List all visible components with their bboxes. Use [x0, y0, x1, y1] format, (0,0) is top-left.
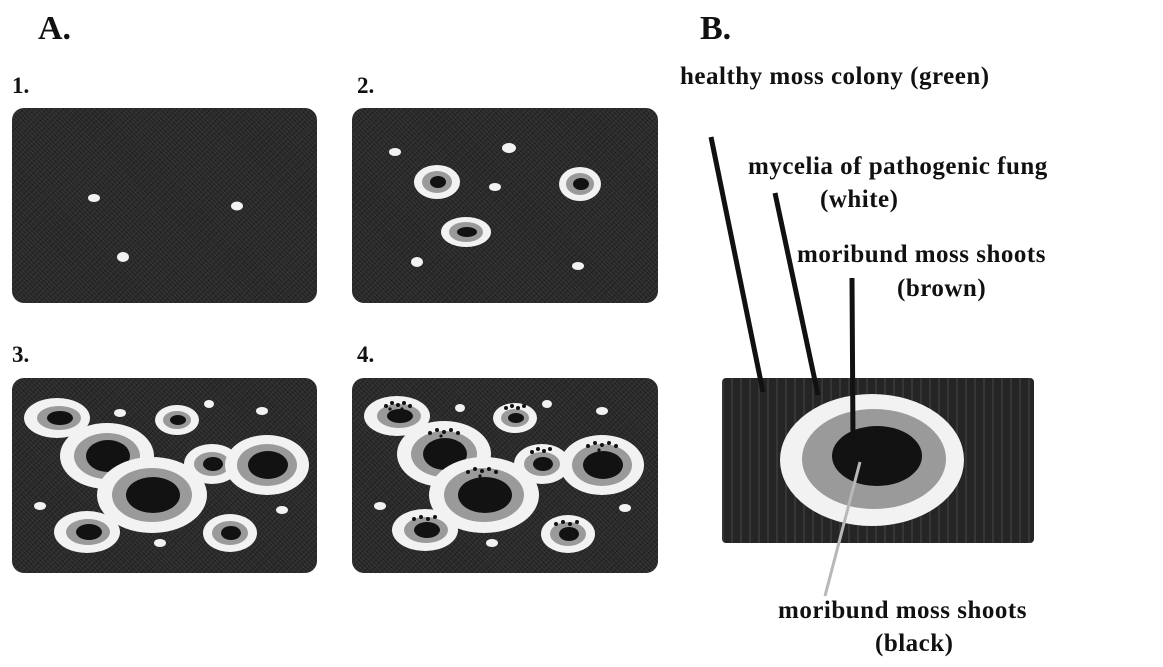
callout-mycelia-line2: (white): [820, 186, 898, 214]
callout-moribund-black-line1: moribund moss shoots: [778, 597, 1027, 625]
infection-zone: [780, 394, 964, 526]
infection-spot: [389, 148, 401, 156]
infection-spot: [542, 400, 552, 408]
callout-moribund-brown-line1: moribund moss shoots: [797, 241, 1046, 269]
infection-ring: [414, 165, 460, 199]
infection-spot: [502, 143, 516, 153]
infection-spot: [596, 407, 608, 415]
panel-4-number: 4.: [357, 342, 374, 368]
infection-ring: [441, 217, 491, 247]
infection-ring: [225, 435, 309, 495]
infection-spot: [114, 409, 126, 417]
infection-ring: [54, 511, 120, 553]
panel-2-number: 2.: [357, 73, 374, 99]
infection-ring: [559, 167, 601, 201]
panel-1-drawing: [12, 108, 317, 303]
panel-b-moss-colony: [722, 378, 1034, 543]
infection-spot: [572, 262, 584, 270]
infection-spot: [486, 539, 498, 547]
infection-ring: [203, 514, 257, 552]
panel-4-drawing: [352, 378, 658, 573]
panel-3-number: 3.: [12, 342, 29, 368]
infection-spot: [276, 506, 288, 514]
panel-1-number: 1.: [12, 73, 29, 99]
callout-moribund-brown-line2: (brown): [897, 275, 986, 303]
callout-healthy-colony: healthy moss colony (green): [680, 63, 990, 91]
infection-ring: [392, 509, 458, 551]
infection-ring: [541, 515, 595, 553]
infection-spot: [204, 400, 214, 408]
black-shoots-center: [832, 426, 922, 486]
callout-moribund-black-line2: (black): [875, 630, 954, 658]
infection-spot: [411, 257, 423, 267]
infection-spot: [88, 194, 100, 202]
infection-spot: [256, 407, 268, 415]
panel-2-drawing: [352, 108, 658, 303]
infection-spot: [374, 502, 386, 510]
panel-1-moss-colony: [12, 108, 317, 303]
infection-spot: [117, 252, 129, 262]
infection-spot: [154, 539, 166, 547]
panel-3-drawing: [12, 378, 317, 573]
infection-spot: [231, 202, 243, 211]
pointer-mycelia: [775, 193, 818, 395]
infection-ring: [493, 403, 537, 433]
infection-spot: [455, 404, 465, 412]
panel-4-moss-colony: [352, 378, 658, 573]
panel-3-moss-colony: [12, 378, 317, 573]
panel-2-moss-colony: [352, 108, 658, 303]
infection-spot: [619, 504, 631, 512]
infection-ring: [155, 405, 199, 435]
callout-mycelia-line1: mycelia of pathogenic fung: [748, 153, 1048, 181]
section-a-label: A.: [38, 10, 71, 48]
infection-spot: [34, 502, 46, 510]
infection-spot: [489, 183, 501, 191]
section-b-label: B.: [700, 10, 731, 48]
panel-b-drawing: [722, 378, 1034, 543]
